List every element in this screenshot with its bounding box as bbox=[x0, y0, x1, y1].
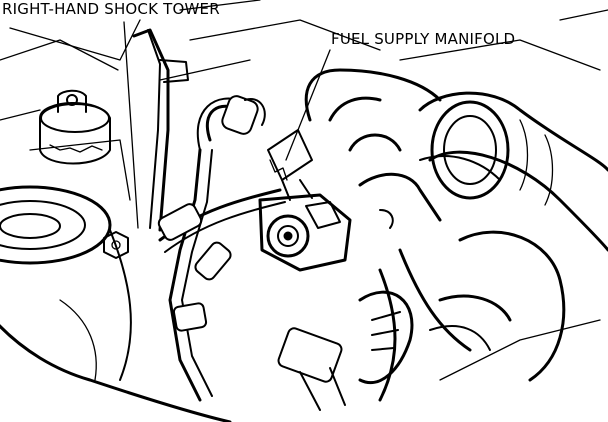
engine-bay-background bbox=[0, 0, 608, 381]
technician-hand bbox=[304, 68, 501, 402]
tower-bolt bbox=[103, 231, 129, 259]
shock-tower bbox=[0, 185, 232, 422]
reservoir-cap bbox=[39, 89, 111, 165]
bracket-rod bbox=[132, 28, 189, 232]
fuel-manifold-label: FUEL SUPPLY MANIFOLD bbox=[331, 30, 516, 48]
line-fittings bbox=[157, 95, 266, 332]
lower-hand bbox=[429, 230, 566, 382]
technician-sleeve bbox=[418, 91, 608, 252]
shock-tower-label: RIGHT-HAND SHOCK TOWER bbox=[2, 0, 220, 18]
fuel-supply-manifold bbox=[258, 129, 352, 272]
hose-clamp bbox=[277, 290, 414, 411]
